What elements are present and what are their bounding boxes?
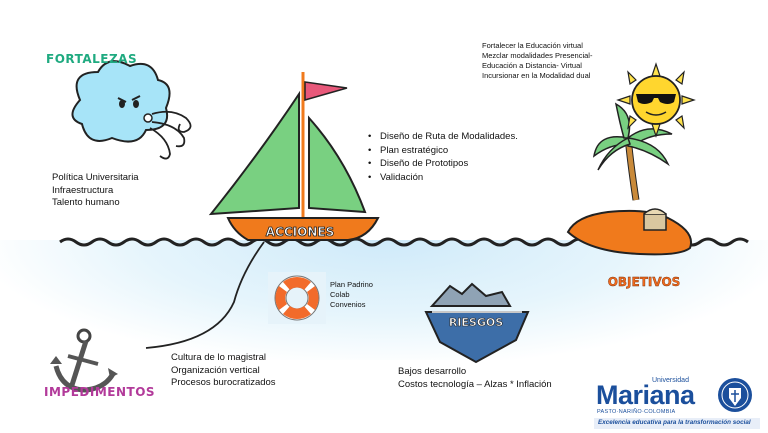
list-item: Fortalecer la Educación virtual [482,41,583,50]
list-item: Validación [368,171,518,185]
university-logo: Universidad Mariana PASTO·NARIÑO·COLOMBI… [590,372,762,430]
fortalezas-list: Política Universitaria Infraestructura T… [52,172,139,210]
list-item: Bajos desarrollo [398,366,467,377]
list-item: Costos tecnología – Alzas * Inflación [398,378,552,390]
list-item: Educación a Distancia- Virtual [482,61,582,70]
impedimentos-title: IMPEDIMENTOS [44,385,156,399]
university-seal-icon [718,378,752,412]
riesgos-list: Bajos desarrollo Costos tecnología – Alz… [398,366,552,391]
island-icon [566,102,692,256]
acciones-list: Diseño de Ruta de Modalidades. Plan estr… [366,130,518,184]
list-item: Plan Padrino [330,280,373,289]
list-item: Procesos burocratizados [171,377,276,388]
riesgos-title-svg: RIESGOS [449,316,504,330]
list-item: Cultura de lo magistral [171,352,267,363]
list-item: Organización vertical [171,364,260,376]
logo-tagline: Excelencia educativa para la transformac… [598,419,751,426]
sailboat-icon [208,72,380,241]
anchor-rope [145,241,265,349]
list-item: Política Universitaria [52,172,139,183]
list-item: Convenios [330,300,366,309]
salvavidas-list: Plan Padrino Colab Convenios [330,280,373,310]
anchor-icon [50,328,118,393]
list-item: Diseño de Ruta de Modalidades. [368,130,518,144]
riesgos-title: RIESGOS [449,316,503,329]
logo-universidad-label: Universidad [652,377,689,384]
wind-cloud-icon [71,60,192,160]
objetivos-list: Fortalecer la Educación virtual Mezclar … [482,41,592,81]
logo-name: Mariana [596,380,695,410]
iceberg-icon [424,282,530,364]
life-ring-icon [268,272,326,324]
acciones-title: ACCIONES [266,225,334,239]
objetivos-title: OBJETIVOS [608,275,681,289]
list-item: Diseño de Prototipos [368,157,518,171]
list-item: Infraestructura [52,184,114,196]
acciones-title-svg: ACCIONES [265,225,334,240]
sun-icon [616,62,696,138]
sea-background [0,240,768,360]
logo-place: PASTO·NARIÑO·COLOMBIA [597,409,676,415]
logo-tagline-bar [594,418,760,429]
fortalezas-title: FORTALEZAS [46,52,138,66]
list-item: Plan estratégico [368,144,518,158]
objetivos-title-svg: OBJETIVOS [608,275,681,289]
list-item: Talento humano [52,197,120,208]
impedimentos-list: Cultura de lo magistral Organización ver… [171,352,276,390]
list-item: Mezclar modalidades Presencial- [482,51,593,60]
list-item: Colab [330,290,350,299]
list-item: Incursionar en la Modalidad dual [482,71,591,80]
